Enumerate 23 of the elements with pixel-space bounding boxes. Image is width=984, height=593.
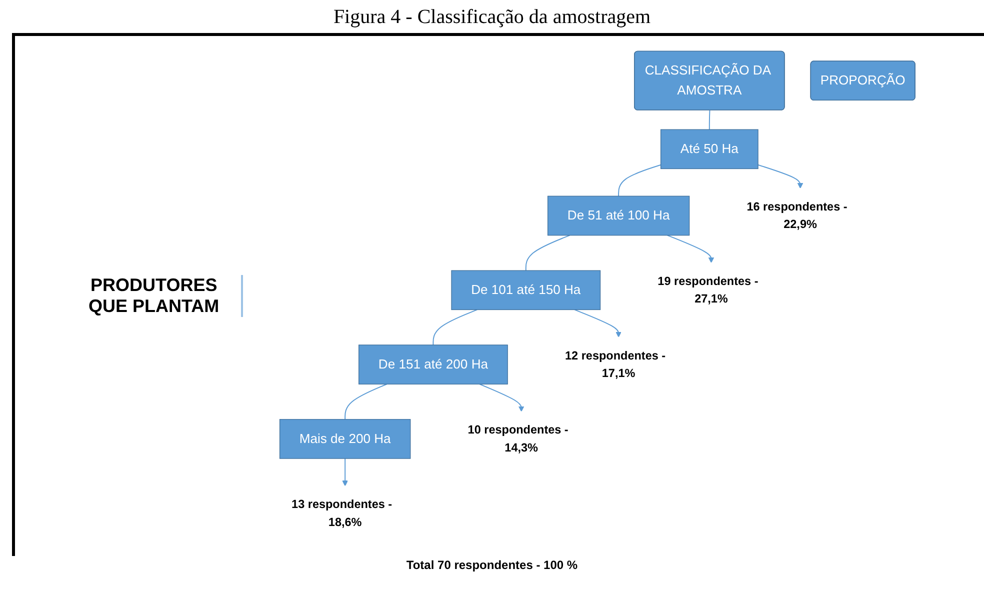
connector [708,110,710,130]
node-text: 19 respondentes - 27,1% [658,274,758,306]
node-text: 10 respondentes - 14,3% [468,423,568,454]
connector [525,234,570,272]
figure-title: Figura 4 - Classificação da amostragem [332,6,652,29]
arrow [574,309,622,338]
arrow [666,234,714,263]
total-note: Total 70 respondentes - 100 % [405,558,579,572]
connector [618,164,662,197]
arrow [342,458,348,486]
node-box: De 51 até 100 Ha [547,196,690,236]
node-box: De 101 até 150 Ha [451,270,600,310]
node-box: Mais de 200 Ha [279,419,411,459]
node-text: 12 respondentes - 17,1% [564,348,666,380]
arrow [757,164,803,189]
arrow [478,384,524,412]
node-box: Até 50 Ha [660,129,758,170]
node-text: 16 respondentes - 22,9% [746,200,848,231]
node-box: De 151 até 200 Ha [358,344,508,384]
node-text: 13 respondentes - 18,6% [291,498,392,528]
connector [432,309,478,346]
bracket-label: PRODUTORES QUE PLANTAM [78,275,243,317]
connector [344,384,388,420]
